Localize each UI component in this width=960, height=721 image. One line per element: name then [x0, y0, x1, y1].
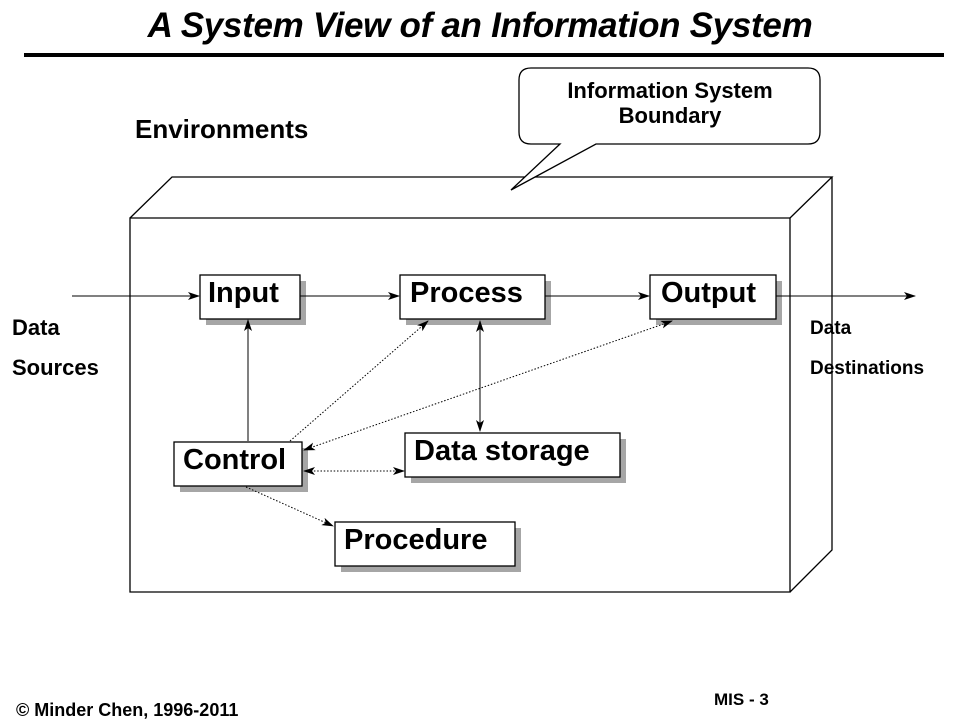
output-label: Output: [661, 277, 757, 309]
system-boundary-box: [129, 176, 834, 593]
slide-number: MIS - 3: [714, 690, 769, 709]
procedure-label: Procedure: [344, 524, 488, 556]
dotted-arrow-control-to-output: [303, 320, 673, 451]
dotted-arrow-control-to-process: [289, 320, 429, 442]
data-sources-line2: Sources: [12, 355, 99, 380]
control-label: Control: [183, 444, 287, 476]
data-destinations-label: Data Destinations: [810, 309, 924, 389]
boundary-callout-line2: Boundary: [618, 103, 722, 128]
data-sources-label: Data Sources: [12, 308, 99, 388]
input-label: Input: [208, 277, 279, 309]
page-title: A System View of an Information System: [147, 6, 813, 45]
boundary-callout-bubble: [510, 67, 821, 191]
output-box: [649, 274, 782, 325]
procedure-box: [334, 521, 521, 572]
environments-label: Environments: [135, 114, 309, 144]
input-box: [199, 274, 306, 325]
data-sources-line1: Data: [12, 315, 60, 340]
data-storage-label: Data storage: [414, 435, 590, 467]
dotted-arrow-control-to-procedure: [245, 486, 334, 527]
data-destinations-line2: Destinations: [810, 358, 925, 379]
boundary-callout-line1: Information System: [567, 78, 773, 103]
control-box: [173, 441, 308, 492]
process-label: Process: [410, 277, 523, 309]
process-box: [399, 274, 551, 325]
title-divider: [24, 53, 944, 57]
boundary-callout-text: Information System Boundary: [520, 78, 820, 128]
copyright-footer: © Minder Chen, 1996-2011: [16, 700, 239, 720]
data-destinations-line1: Data: [810, 318, 852, 339]
